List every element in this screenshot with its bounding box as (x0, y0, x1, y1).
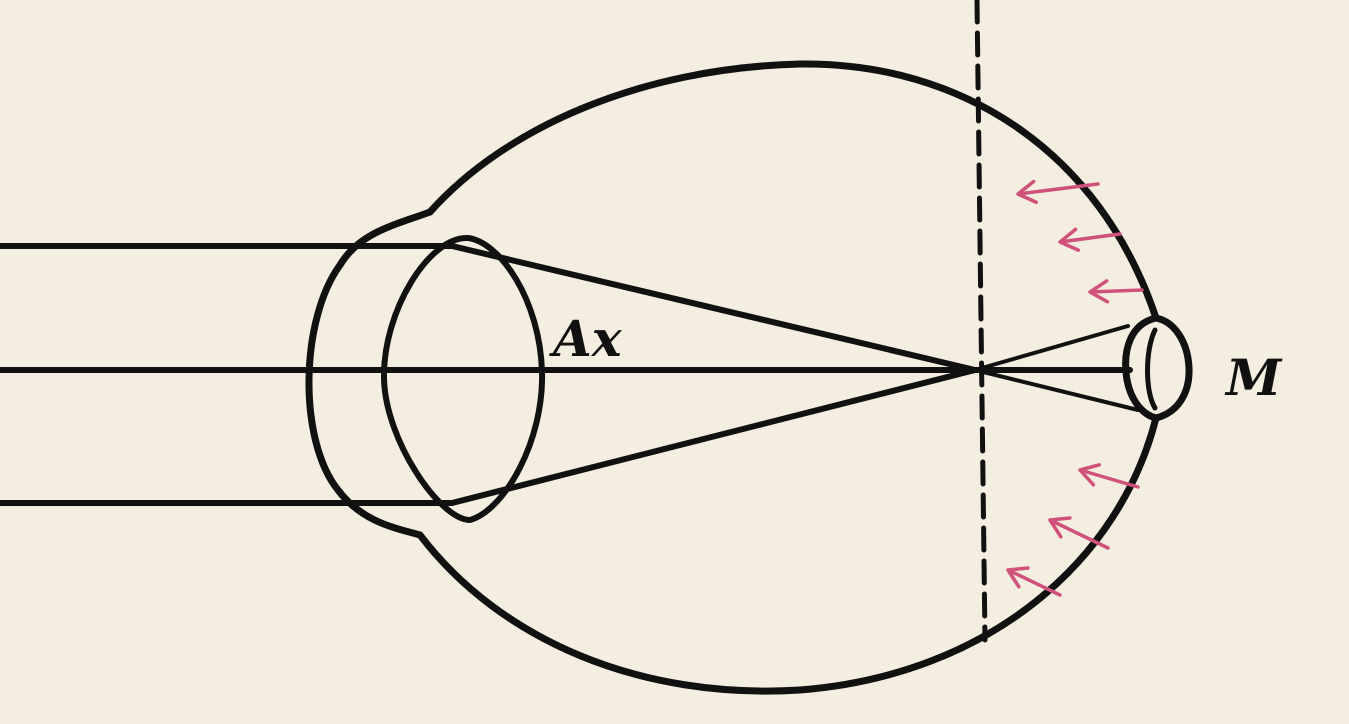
lens (380, 234, 546, 523)
lower-arrow-1 (1078, 463, 1140, 489)
upper-arrow-2 (1058, 227, 1122, 252)
lower-arrow-2 (1048, 516, 1110, 550)
macula-label: M (1224, 348, 1283, 407)
lower-arrow-3 (1006, 566, 1062, 597)
focal-plane-dashed-line (974, 0, 988, 643)
macula-outline (1122, 314, 1193, 422)
annotation-arrows-lower (1006, 463, 1140, 597)
ray-bottom-refracted (449, 367, 978, 506)
ray-diverging-upper (973, 324, 1130, 372)
upper-arrow-1 (1016, 179, 1100, 205)
eyeball-outline (416, 60, 1160, 695)
annotation-arrows-upper (1016, 179, 1144, 304)
upper-arrow-3 (1088, 279, 1144, 304)
ray-top-refracted (449, 243, 978, 373)
ray-diverging-lower (973, 368, 1140, 412)
axis-label: Ax (549, 309, 623, 368)
macula-inner (1145, 327, 1158, 411)
cornea-outline (305, 208, 434, 539)
